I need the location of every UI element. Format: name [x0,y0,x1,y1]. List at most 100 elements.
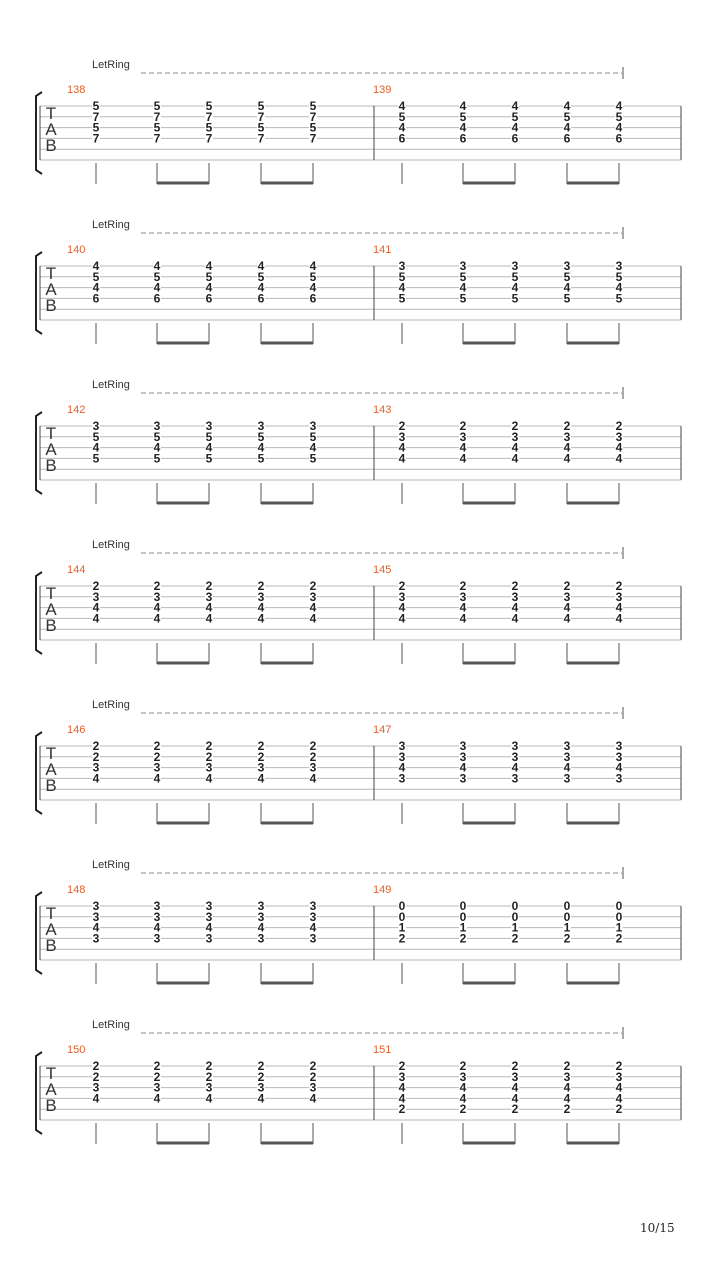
fret-number: 5 [564,291,571,305]
fret-number: 3 [310,1081,317,1095]
fret-number: 3 [512,430,519,444]
fret-mask [153,774,161,784]
fret-mask [615,102,623,111]
fret-number: 3 [460,259,467,273]
fret-mask [398,1083,406,1093]
tab-clef-letter: A [45,600,57,619]
fret-mask [92,432,100,442]
measure-number: 138 [67,84,85,96]
fret-number: 2 [460,1102,467,1116]
fret-mask [257,283,265,293]
fret-number: 5 [512,110,519,124]
fret-number: 3 [512,590,519,604]
fret-number: 2 [616,931,623,945]
fret-number: 4 [258,921,265,935]
fret-number: 0 [512,899,519,913]
fret-mask [257,902,265,911]
fret-number: 4 [616,281,623,295]
fret-mask [459,102,467,111]
fret-number: 3 [616,750,623,764]
fret-mask [511,1105,519,1115]
fret-mask [398,272,406,282]
fret-mask [205,102,213,111]
fret-mask [309,603,317,613]
fret-mask [309,134,317,144]
fret-mask [205,603,213,613]
fret-number: 3 [616,259,623,273]
fret-mask [459,603,467,613]
fret-number: 7 [154,110,161,124]
fret-number: 4 [93,1091,100,1105]
tab-system: LetRingTAB150223422342234223422341512344… [35,1019,682,1145]
fret-mask [511,432,519,442]
fret-mask [309,763,317,773]
fret-mask [309,774,317,784]
fret-number: 7 [310,110,317,124]
fret-mask [511,123,519,133]
fret-mask [398,283,406,293]
fret-number: 4 [310,281,317,295]
fret-number: 4 [564,601,571,615]
fret-number: 2 [258,579,265,593]
fret-mask [92,603,100,613]
fret-number: 2 [310,579,317,593]
fret-number: 3 [564,590,571,604]
fret-number: 3 [564,259,571,273]
fret-number: 0 [512,910,519,924]
fret-mask [153,1072,161,1082]
fret-number: 3 [258,419,265,433]
fret-mask [459,742,467,751]
let-ring-label: LetRing [92,1019,130,1031]
fret-number: 3 [206,931,213,945]
fret-mask [205,134,213,144]
fret-mask [563,1062,571,1071]
fret-mask [459,294,467,304]
fret-mask [92,134,100,144]
fret-mask [257,603,265,613]
fret-mask [205,283,213,293]
fret-mask [615,774,623,784]
tab-clef-letter: A [45,280,57,299]
fret-number: 4 [460,611,467,625]
fret-mask [153,432,161,442]
measure-number: 147 [373,724,391,736]
fret-mask [615,582,623,591]
fret-number: 5 [154,270,161,284]
fret-mask [563,582,571,591]
fret-number: 2 [93,1070,100,1084]
fret-number: 3 [154,761,161,775]
fret-mask [309,902,317,911]
fret-mask [153,1062,161,1071]
fret-mask [511,272,519,282]
fret-number: 3 [310,899,317,913]
fret-number: 4 [310,921,317,935]
fret-number: 0 [616,899,623,913]
tab-system: LetRingTAB142354535453545354535451432344… [35,379,682,505]
fret-mask [398,454,406,464]
fret-number: 3 [460,739,467,753]
fret-number: 4 [399,441,406,455]
let-ring-label: LetRing [92,219,130,231]
fret-mask [205,443,213,453]
fret-mask [563,742,571,751]
fret-number: 0 [399,899,406,913]
fret-number: 5 [154,430,161,444]
fret-mask [563,1105,571,1115]
fret-number: 4 [258,281,265,295]
fret-mask [398,752,406,762]
fret-number: 1 [399,921,406,935]
fret-number: 4 [564,451,571,465]
fret-mask [309,1094,317,1104]
fret-mask [205,432,213,442]
fret-number: 5 [460,110,467,124]
fret-number: 2 [399,931,406,945]
fret-mask [309,934,317,944]
fret-mask [257,774,265,784]
fret-number: 4 [564,99,571,113]
fret-number: 3 [93,1081,100,1095]
fret-mask [309,283,317,293]
fret-number: 4 [616,611,623,625]
fret-mask [153,422,161,431]
fret-mask [309,1083,317,1093]
fret-number: 7 [93,110,100,124]
